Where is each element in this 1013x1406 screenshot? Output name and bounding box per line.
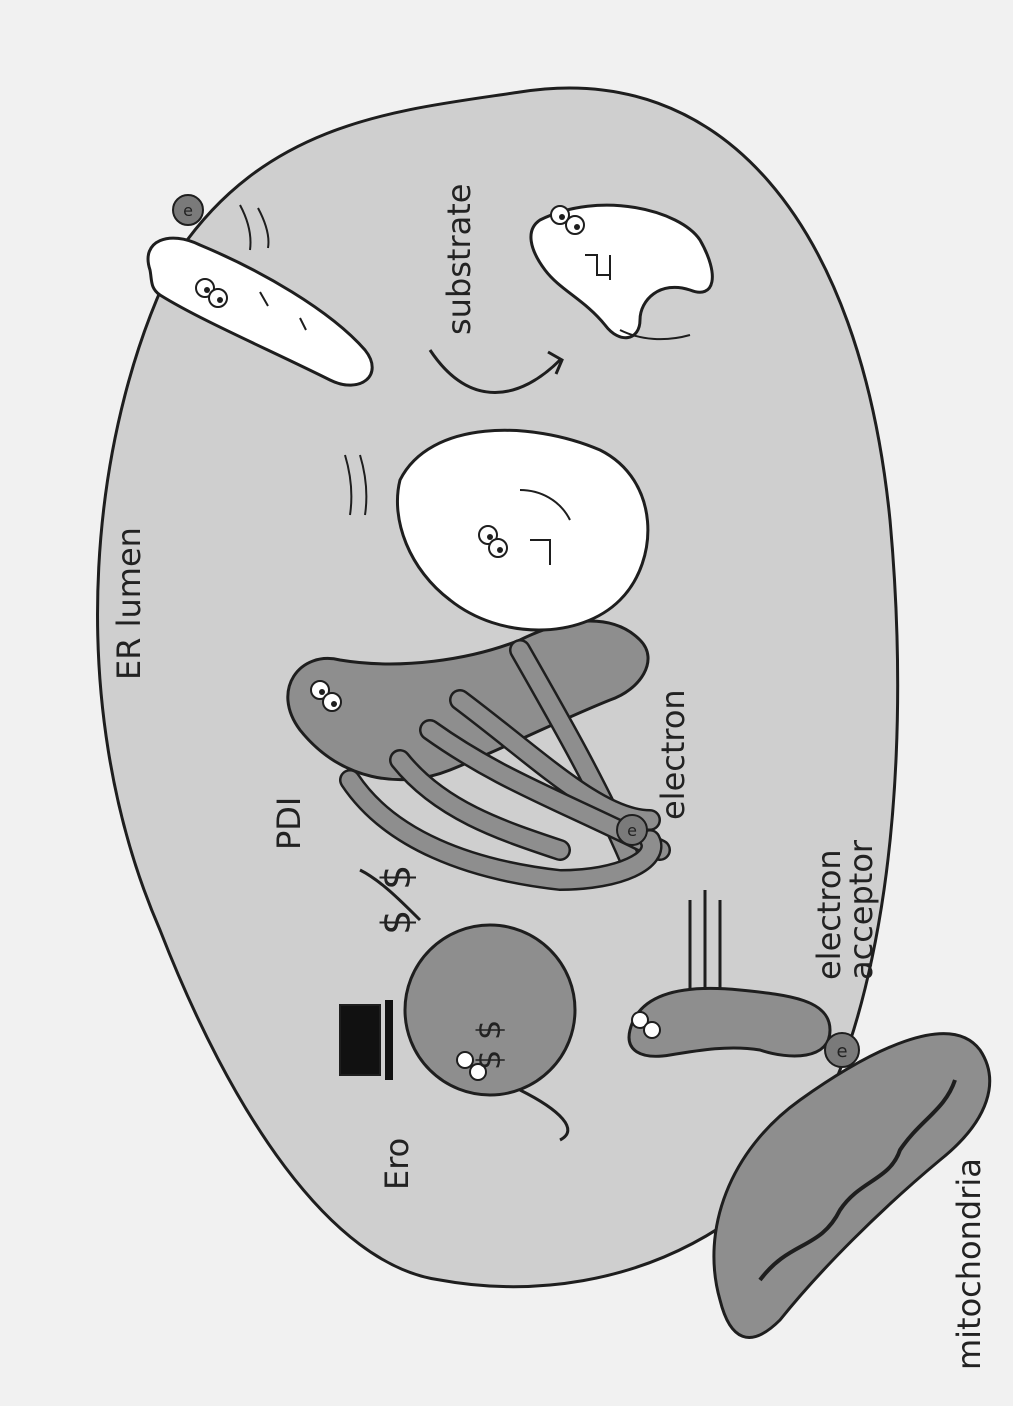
dollar-icon: $ [374,865,420,890]
dollar-icon: $ [374,910,420,935]
substrate-label: substrate [440,184,478,335]
electron-symbol: e [183,201,193,220]
electron-symbol: e [627,821,637,840]
er-lumen-label: ER lumen [110,527,148,680]
electron-icon-mito: e [825,1033,859,1067]
top-hat-icon [340,1005,380,1075]
dollar-icon: $ [470,1050,508,1070]
dollar-icon: $ [470,1020,508,1040]
electron-symbol: e [836,1041,847,1062]
pdi-label: PDI [270,797,308,850]
mitochondria-label: mitochondria [950,1158,988,1370]
electron-icon-top: e [173,195,203,225]
ero-label: Ero [378,1138,416,1190]
electron-label: electron [654,689,692,820]
electron-icon-pdi: e [617,815,647,845]
electron-acceptor-label-line2: acceptor [842,839,880,980]
